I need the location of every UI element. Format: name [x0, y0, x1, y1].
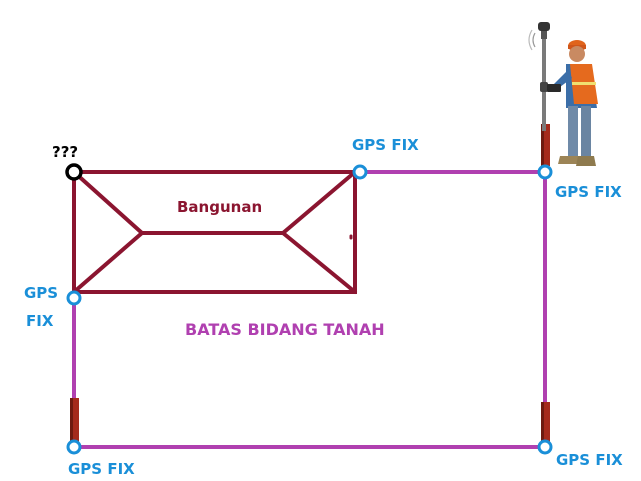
boundary-label: BATAS BIDANG TANAH — [185, 320, 385, 339]
gps-marker-top-right — [537, 164, 553, 180]
stake-top-right-shade — [541, 124, 544, 166]
building-outline — [72, 170, 357, 294]
stake-bottom-left-shade — [70, 398, 73, 442]
building-rect — [72, 170, 357, 294]
stake-top-right — [541, 124, 550, 166]
gps-fix-label-top-mid: GPS FIX — [352, 136, 419, 154]
roof-hip-bl — [72, 231, 144, 294]
unknown-point-label: ??? — [52, 143, 78, 161]
gps-fix-markers — [66, 164, 553, 455]
roof-hip-tl — [72, 170, 144, 235]
stake-bottom-left — [70, 398, 79, 442]
gps-marker-top-mid — [352, 164, 368, 180]
gps-marker-left — [66, 290, 82, 306]
gps-fix-label-bottom-left: GPS FIX — [68, 460, 135, 478]
gps-fix-label-left-line1: GPS — [24, 284, 58, 302]
gps-marker-bottom-left — [66, 439, 82, 455]
stake-bottom-right — [541, 402, 550, 442]
roof-hip-br — [281, 231, 357, 294]
surveyor-with-gps-rover-pole — [528, 22, 598, 166]
gps-marker-bottom-right — [537, 439, 553, 455]
gps-fix-label-top-right: GPS FIX — [555, 183, 622, 201]
gps-fix-label-left-line2: FIX — [26, 312, 54, 330]
stake-bottom-right-shade — [541, 402, 544, 442]
survey-stake-icon — [70, 124, 550, 442]
building-label: Bangunan — [177, 198, 262, 216]
unknown-corner-marker — [65, 163, 83, 181]
gps-fix-label-bottom-right: GPS FIX — [556, 451, 623, 469]
land-boundary — [72, 170, 547, 449]
roof-hip-tr — [281, 170, 357, 235]
